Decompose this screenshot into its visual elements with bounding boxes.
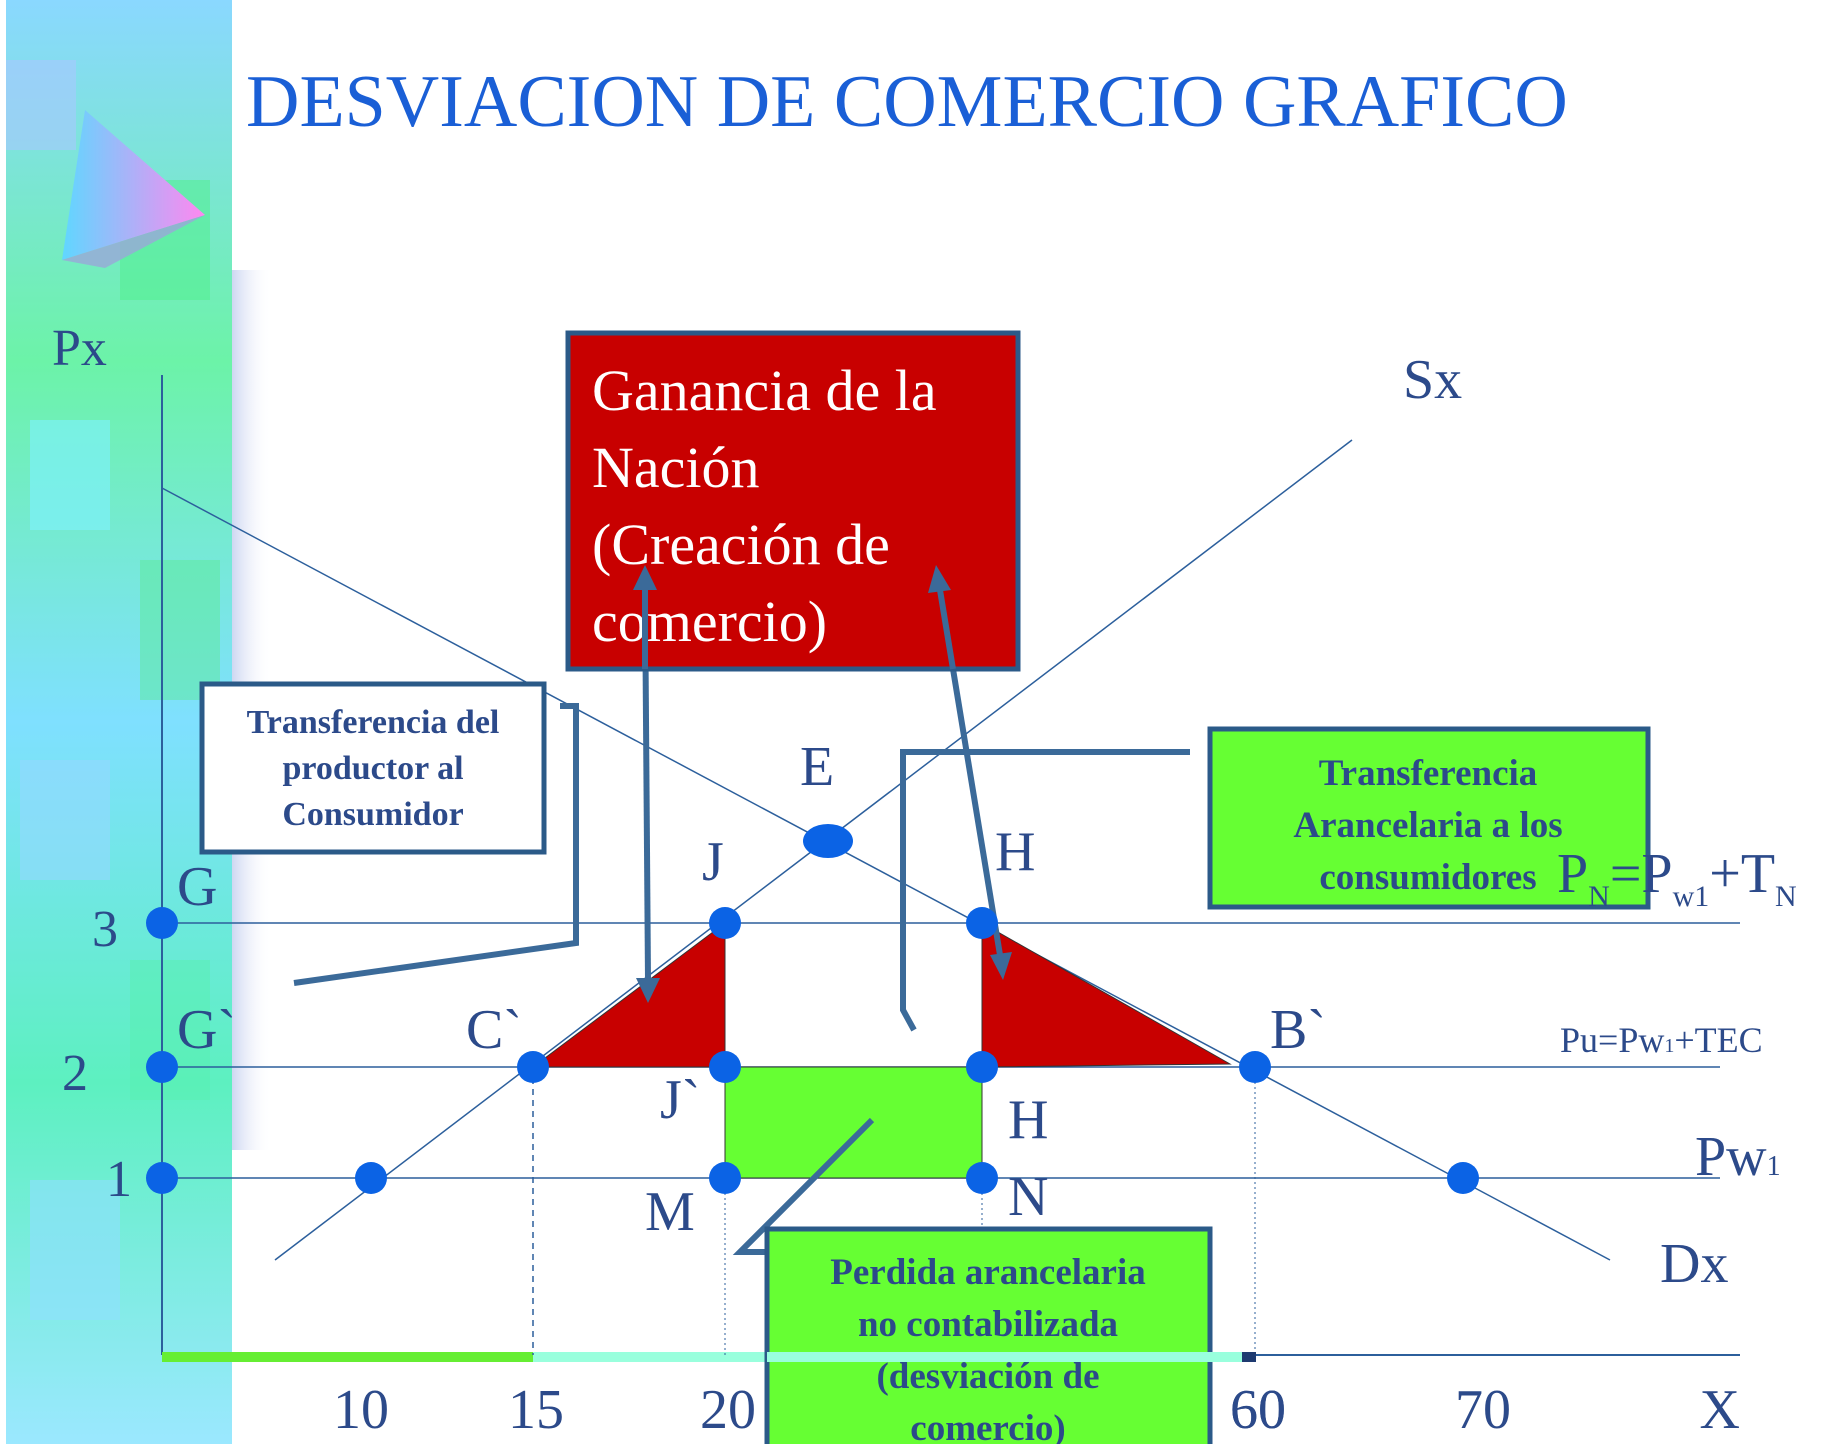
x-tick-70: 70 xyxy=(1455,1379,1511,1441)
pw1-label: Pw1 xyxy=(1695,1126,1781,1188)
gain-box-line-1: Ganancia de la xyxy=(592,358,937,423)
pn-sub-c: N xyxy=(1775,880,1797,913)
dot-G-prime xyxy=(146,1051,178,1083)
label-J: J xyxy=(702,831,724,893)
dot-H-top xyxy=(966,907,998,939)
tariff-box-line-2: Arancelaria a los xyxy=(1293,805,1562,846)
decorative-triangle xyxy=(62,110,205,268)
pu-main-b: +TEC xyxy=(1674,1020,1762,1060)
pn-sub-b: w1 xyxy=(1673,880,1710,913)
y-tick-2: 2 xyxy=(62,1045,88,1102)
dot-B-prime xyxy=(1239,1051,1271,1083)
label-B-prime: B` xyxy=(1270,999,1326,1061)
dot-E xyxy=(803,824,853,858)
loss-box-line-1: Perdida arancelaria xyxy=(830,1252,1145,1293)
y-tick-1: 1 xyxy=(106,1151,132,1208)
label-H-mid: H xyxy=(1008,1089,1048,1151)
consumer-gain-right-triangle xyxy=(981,922,1232,1068)
consumer-gain-left-triangle xyxy=(531,922,726,1068)
pw1-sub: 1 xyxy=(1767,1151,1781,1182)
dot-N xyxy=(966,1162,998,1194)
producer-box-line-2: productor al xyxy=(282,750,463,787)
gain-arrow-right-bottom-head xyxy=(990,952,1012,980)
loss-box xyxy=(764,1226,1213,1444)
gain-arrow-right-overlay xyxy=(937,589,956,670)
pw1-main: Pw xyxy=(1695,1126,1767,1188)
producer-callout-connector xyxy=(293,703,579,986)
tariff-callout-connector xyxy=(900,749,1190,1032)
loss-box-line-4: comercio) xyxy=(910,1408,1065,1444)
label-N: N xyxy=(1008,1166,1048,1228)
gain-box-line-2: Nación xyxy=(592,435,760,500)
label-J-prime: J` xyxy=(660,1069,700,1131)
loss-box-line-2: no contabilizada xyxy=(858,1304,1118,1345)
y-tick-3: 3 xyxy=(92,901,118,958)
label-M: M xyxy=(645,1181,695,1243)
gain-arrow-left-top-head-overlay xyxy=(633,565,657,590)
pn-a: P xyxy=(1557,843,1588,905)
pu-label: Pu=Pw1+TEC xyxy=(1560,1020,1763,1060)
gain-box-line-3: (Creación de xyxy=(592,512,890,577)
x-segment-end-overlay xyxy=(1242,1352,1256,1362)
y-axis-label: Px xyxy=(52,320,107,377)
supply-label: Sx xyxy=(1403,349,1462,411)
pu-sub: 1 xyxy=(1664,1035,1674,1057)
tariff-loss-rectangle xyxy=(724,1066,983,1179)
demand-label: Dx xyxy=(1660,1233,1728,1295)
pn-c: +T xyxy=(1709,843,1775,905)
gain-arrow-right-top-head-overlay xyxy=(928,565,951,593)
label-H-top: H xyxy=(995,821,1035,883)
label-G-prime: G` xyxy=(177,999,236,1061)
pn-sub-a: N xyxy=(1588,880,1610,913)
slide-title: DESVIACION DE COMERCIO GRAFICO xyxy=(246,61,1568,143)
pn-b: =P xyxy=(1610,843,1673,905)
dot-10 xyxy=(355,1162,387,1194)
dot-1 xyxy=(146,1162,178,1194)
dot-J-prime xyxy=(709,1051,741,1083)
gain-box-line-4: comercio) xyxy=(592,589,827,654)
label-G: G xyxy=(177,856,217,918)
gain-arrow-left-bottom-head xyxy=(636,978,660,1003)
producer-box-line-3: Consumidor xyxy=(282,796,463,833)
pu-main-a: Pu=Pw xyxy=(1560,1020,1664,1060)
x-tick-60: 60 xyxy=(1230,1379,1286,1441)
x-tick-20: 20 xyxy=(700,1379,756,1441)
tariff-box xyxy=(1207,726,1651,910)
producer-box-line-1: Transferencia del xyxy=(247,704,500,741)
dot-H-mid xyxy=(966,1051,998,1083)
dot-70 xyxy=(1447,1162,1479,1194)
demand-curve xyxy=(161,487,1611,1261)
x-tick-60-overlay: 60 xyxy=(1230,1379,1286,1441)
tariff-box-line-3: consumidores xyxy=(1319,857,1536,898)
x-tick-15: 15 xyxy=(508,1379,564,1441)
dot-G xyxy=(146,907,178,939)
x-axis-label: X xyxy=(1700,1379,1740,1441)
pn-label: PN=Pw1+TN xyxy=(1557,843,1797,913)
producer-box xyxy=(199,681,547,855)
label-E: E xyxy=(800,736,834,798)
loss-box-line-3: (desviación de xyxy=(876,1356,1099,1397)
tariff-box-line-1: Transferencia xyxy=(1319,753,1538,794)
x-tick-10: 10 xyxy=(333,1379,389,1441)
label-C-prime: C` xyxy=(466,999,522,1061)
dot-J xyxy=(709,907,741,939)
dot-M xyxy=(709,1162,741,1194)
dot-C-prime xyxy=(517,1051,549,1083)
